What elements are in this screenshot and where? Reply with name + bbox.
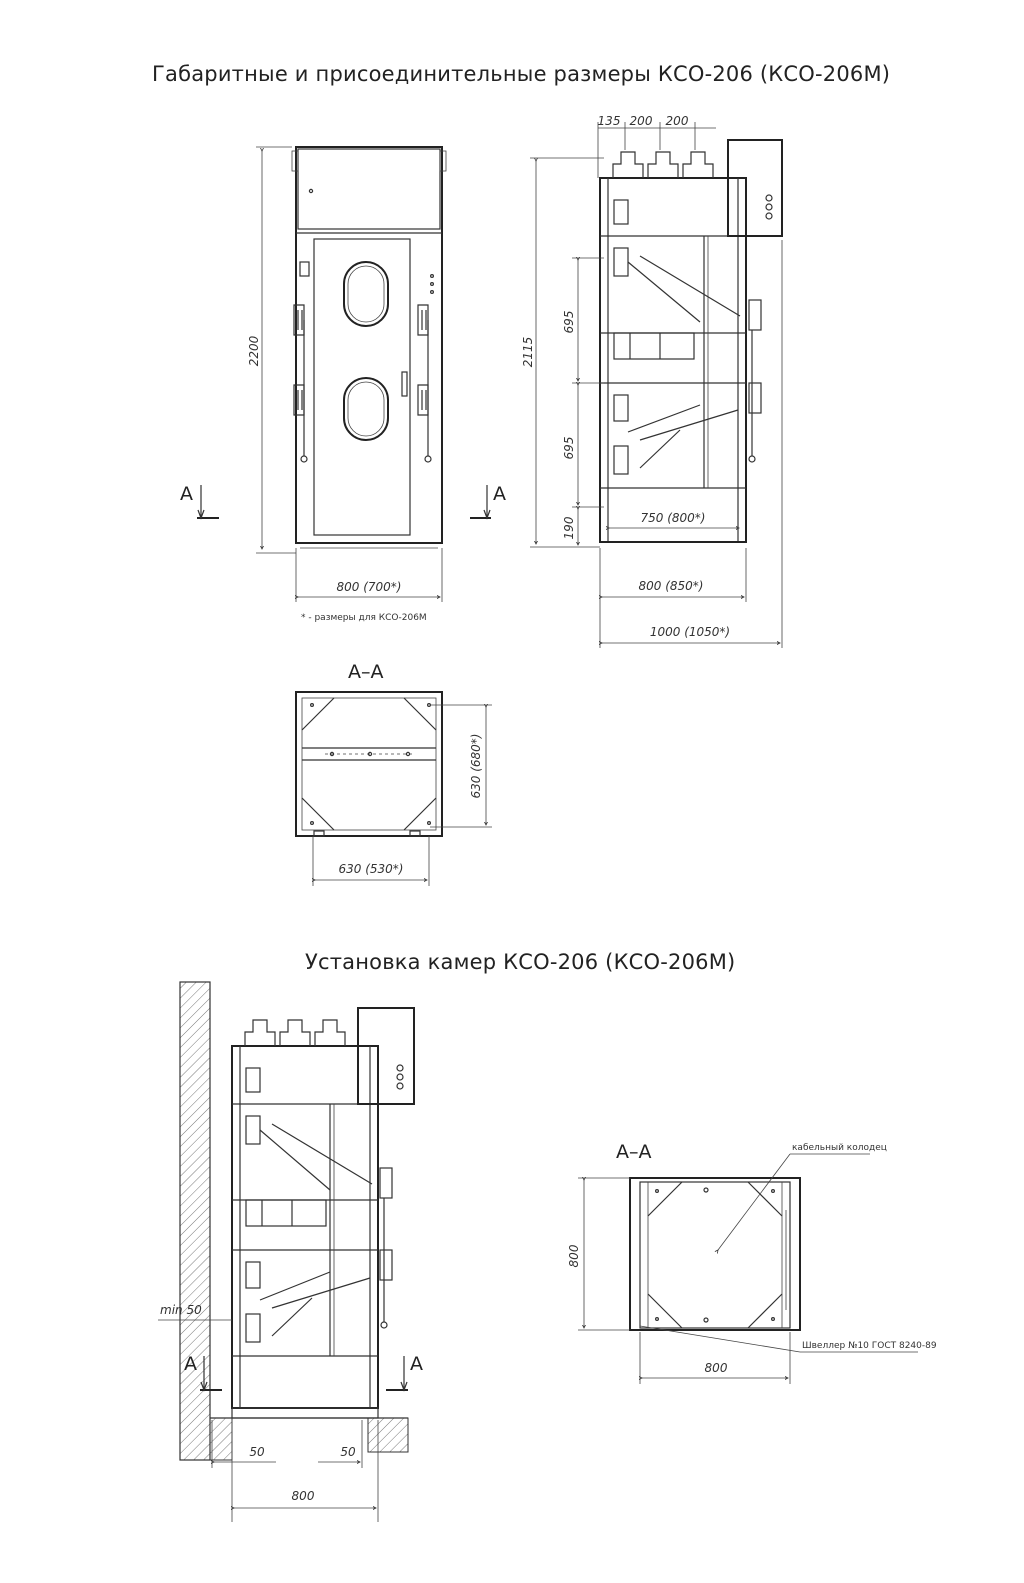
upper-section-dim: 695 (562, 311, 576, 334)
lower-viewing-window (343, 377, 389, 441)
side-section-mark: A (493, 483, 506, 505)
drive-mechanism (748, 299, 762, 463)
installation-view: min 50 A A 50 50 800 (158, 981, 423, 1522)
pitch-dim-3: 200 (666, 114, 689, 128)
section-aa-installation: А–А кабельный колодец Швеллер №10 ГОСТ 8… (567, 1141, 937, 1384)
install-section-width-dim: 800 (705, 1361, 728, 1375)
overall-depth-dim: 1000 (1050*) (650, 625, 730, 639)
section-aa-width-dim: 630 (530*) (339, 862, 404, 876)
install-section-mark-right: A (410, 1353, 423, 1375)
wall-gap-dim: min 50 (160, 1303, 202, 1317)
install-width-dim: 800 (292, 1489, 315, 1503)
footnote: * - размеры для КСО-206М (301, 613, 427, 623)
section-aa-top-label: А–А (348, 661, 384, 683)
front-height-dim: 2200 (247, 335, 261, 366)
install-section-depth-dim: 800 (567, 1244, 581, 1267)
installed-relay-box (357, 1007, 415, 1105)
front-section-mark: A (180, 483, 193, 505)
top-bushings (612, 151, 714, 178)
installation-title: Установка камер КСО-206 (КСО-206М) (305, 950, 736, 974)
section-aa-top: А–А 630 (680*) 630 (530*) (295, 661, 492, 886)
upper-viewing-window (343, 261, 389, 327)
inner-width-dim: 750 (800*) (641, 511, 706, 525)
front-cabinet-outline (295, 146, 443, 544)
relay-compartment (297, 148, 441, 230)
right-offset-dim: 50 (340, 1445, 356, 1459)
door-lock-icon (299, 261, 310, 277)
side-height-dim: 2115 (521, 337, 535, 368)
section-aa-outline (295, 691, 443, 837)
wall (179, 981, 211, 1461)
front-width-dim: 800 (700*) (337, 580, 402, 594)
relay-box (727, 139, 783, 237)
side-view: 135 200 200 2115 695 695 190 750 (800*) (470, 114, 783, 648)
bottom-section-dim: 190 (562, 516, 576, 539)
channel-label: Швеллер №10 ГОСТ 8240-89 (802, 1341, 937, 1351)
front-view: 2200 800 (700*) * - размеры для КСО-206М… (180, 146, 447, 623)
front-door (313, 238, 411, 536)
dimensions-title: Габаритные и присоединительные размеры К… (152, 62, 891, 86)
pitch-dim-2: 200 (630, 114, 653, 128)
cable-well-label: кабельный колодец (792, 1143, 887, 1153)
installed-frame-outline (231, 1045, 379, 1409)
frame-width-dim: 800 (850*) (639, 579, 704, 593)
disconnectors (613, 199, 741, 475)
pitch-dim-1: 135 (598, 114, 621, 128)
lower-section-dim: 695 (562, 437, 576, 460)
install-section-outline (629, 1177, 801, 1331)
left-offset-dim: 50 (249, 1445, 265, 1459)
install-section-mark-left: A (184, 1353, 197, 1375)
door-handle-icon (401, 371, 408, 397)
section-aa-depth-dim: 630 (680*) (469, 734, 483, 799)
install-section-label: А–А (616, 1141, 652, 1163)
